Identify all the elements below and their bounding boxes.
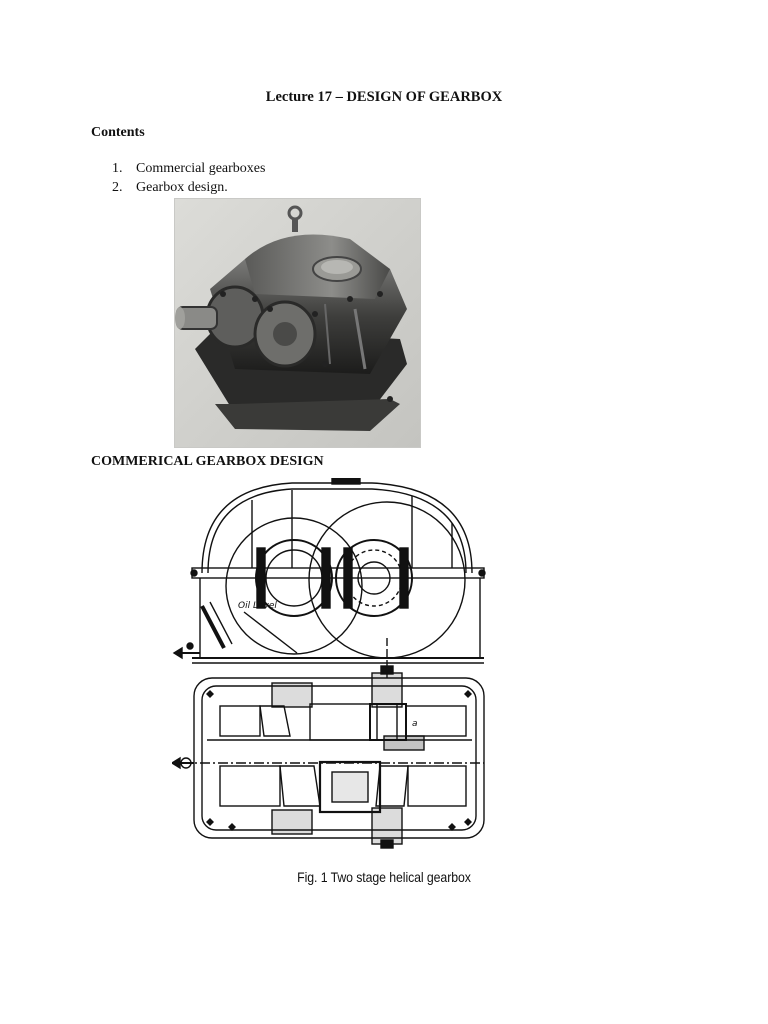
list-item-text: Commercial gearboxes (136, 161, 266, 176)
gearbox-drawing: Oil Level (170, 477, 494, 853)
oil-level-label: Oil Level (238, 601, 277, 611)
list-item-number: 2. (112, 180, 123, 195)
list-item: 1. Commercial gearboxes (112, 159, 265, 178)
part-label-a: a (412, 719, 418, 729)
gearbox-photo (174, 198, 421, 448)
contents-list: 1. Commercial gearboxes 2. Gearbox desig… (112, 159, 265, 197)
figure-caption: Fig. 1 Two stage helical gearbox (297, 869, 471, 885)
page-title: Lecture 17 – DESIGN OF GEARBOX (265, 89, 503, 105)
list-item: 2. Gearbox design. (112, 178, 265, 197)
contents-heading: Contents (91, 125, 145, 140)
section-heading: COMMERICAL GEARBOX DESIGN (91, 454, 324, 469)
list-item-text: Gearbox design. (136, 180, 228, 195)
list-item-number: 1. (112, 161, 123, 176)
